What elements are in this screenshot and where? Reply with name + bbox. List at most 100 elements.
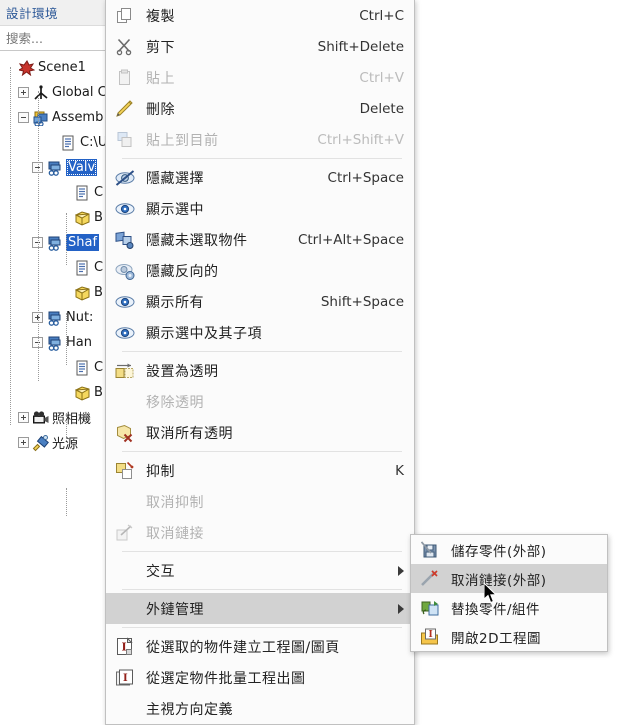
menu-item-shortcut: K: [395, 462, 404, 479]
search-box[interactable]: [0, 26, 105, 51]
menu-item-shortcut: Ctrl+C: [359, 7, 404, 24]
tree-item[interactable]: C: [0, 180, 105, 205]
menu-item: 取消鏈接: [106, 517, 414, 548]
menu-item[interactable]: 隱藏反向的: [106, 255, 414, 286]
tree-item[interactable]: Scene1: [0, 55, 105, 80]
collapse-icon[interactable]: [32, 162, 43, 173]
menu-item[interactable]: 設置為透明: [106, 355, 414, 386]
tree-item[interactable]: Nut:: [0, 305, 105, 330]
menu-item-label: 顯示選中: [146, 201, 204, 218]
tree-spacer: [60, 387, 71, 398]
menu-item[interactable]: 取消所有透明: [106, 417, 414, 448]
collapse-icon[interactable]: [32, 337, 43, 348]
expand-icon[interactable]: [18, 437, 29, 448]
tree-item[interactable]: Assemb: [0, 105, 105, 130]
tree-item[interactable]: 照相機: [0, 405, 105, 430]
menu-item[interactable]: 外鏈管理: [106, 593, 414, 624]
tree-item[interactable]: B: [0, 280, 105, 305]
menu-icon-placeholder: [112, 491, 138, 513]
box-icon: [74, 210, 91, 226]
svg-text:I: I: [429, 630, 433, 640]
drawing-new-icon: I: [112, 636, 138, 658]
tree-item[interactable]: C: [0, 355, 105, 380]
tree-item[interactable]: Shaf: [0, 230, 105, 255]
collapse-icon[interactable]: [32, 237, 43, 248]
tree-item[interactable]: Valv: [0, 155, 105, 180]
copy-icon: [112, 5, 138, 27]
menu-item-shortcut: Ctrl+Alt+Space: [297, 231, 404, 248]
menu-item[interactable]: 刪除 Delete: [106, 93, 414, 124]
menu-item-label: 取消所有透明: [146, 425, 233, 442]
expand-icon[interactable]: [18, 87, 29, 98]
menu-item-shortcut: Delete: [359, 100, 404, 117]
tree-item[interactable]: 光源: [0, 430, 105, 455]
tree-item-label: C: [94, 260, 104, 275]
tree-spacer: [46, 137, 57, 148]
axis-icon: [32, 84, 49, 101]
part-link-icon: [46, 310, 63, 326]
menu-item[interactable]: 交互: [106, 555, 414, 586]
menu-item-label: 顯示所有: [146, 294, 204, 311]
tree-connector: [66, 488, 67, 516]
menu-separator: [122, 589, 402, 590]
tree-connector: [66, 413, 67, 441]
menu-item-label: 取消抑制: [146, 494, 204, 511]
save-part-icon: [417, 539, 443, 561]
panel-header: 設計環境: [0, 0, 105, 26]
tree-item[interactable]: Global C: [0, 80, 105, 105]
tree-item[interactable]: Han: [0, 330, 105, 355]
menu-item[interactable]: 主視方向定義: [106, 693, 414, 724]
menu-item-shortcut: Shift+Delete: [317, 38, 404, 55]
tree-item[interactable]: B: [0, 380, 105, 405]
tree-item[interactable]: C:\U: [0, 130, 105, 155]
menu-item-label: 隱藏選擇: [146, 170, 204, 187]
submenu-item-label: 替換零件/組件: [451, 601, 541, 618]
collapse-icon[interactable]: [18, 112, 29, 123]
menu-icon-placeholder: [112, 391, 138, 413]
tree-item-label: B: [94, 385, 103, 400]
tree-item-label: C: [94, 360, 104, 375]
menu-item-label: 刪除: [146, 101, 175, 118]
menu-item[interactable]: 顯示選中: [106, 193, 414, 224]
menu-item: 取消抑制: [106, 486, 414, 517]
expand-icon[interactable]: [32, 312, 43, 323]
chevron-right-icon: [398, 603, 404, 614]
svg-text:I: I: [122, 640, 127, 653]
submenu-item[interactable]: 替換零件/組件: [411, 593, 607, 622]
light-icon: [32, 434, 49, 451]
submenu-item[interactable]: 儲存零件(外部): [411, 535, 607, 564]
tree-item[interactable]: B: [0, 205, 105, 230]
box-icon: [74, 385, 91, 401]
tree-item-label: C:\U: [80, 135, 105, 150]
paste-icon: [112, 67, 138, 89]
menu-item[interactable]: 顯示選中及其子項: [106, 317, 414, 348]
menu-icon-placeholder: [112, 698, 138, 720]
open-2d-icon: I: [417, 626, 443, 648]
submenu-item[interactable]: 取消鏈接(外部): [411, 564, 607, 593]
menu-item[interactable]: 隱藏選擇 Ctrl+Space: [106, 162, 414, 193]
tree-item[interactable]: C: [0, 255, 105, 280]
tree-item-label: C: [94, 185, 104, 200]
set-transparent-icon: [112, 360, 138, 382]
search-input[interactable]: [6, 30, 98, 46]
menu-item-shortcut: Ctrl+Space: [327, 169, 404, 186]
tree-connector: [10, 67, 11, 425]
paste-here-icon: [112, 129, 138, 151]
part-link-icon: [46, 160, 63, 176]
tree-connector: [38, 91, 39, 381]
expand-icon[interactable]: [18, 412, 29, 423]
submenu-item-label: 取消鏈接(外部): [451, 572, 547, 589]
